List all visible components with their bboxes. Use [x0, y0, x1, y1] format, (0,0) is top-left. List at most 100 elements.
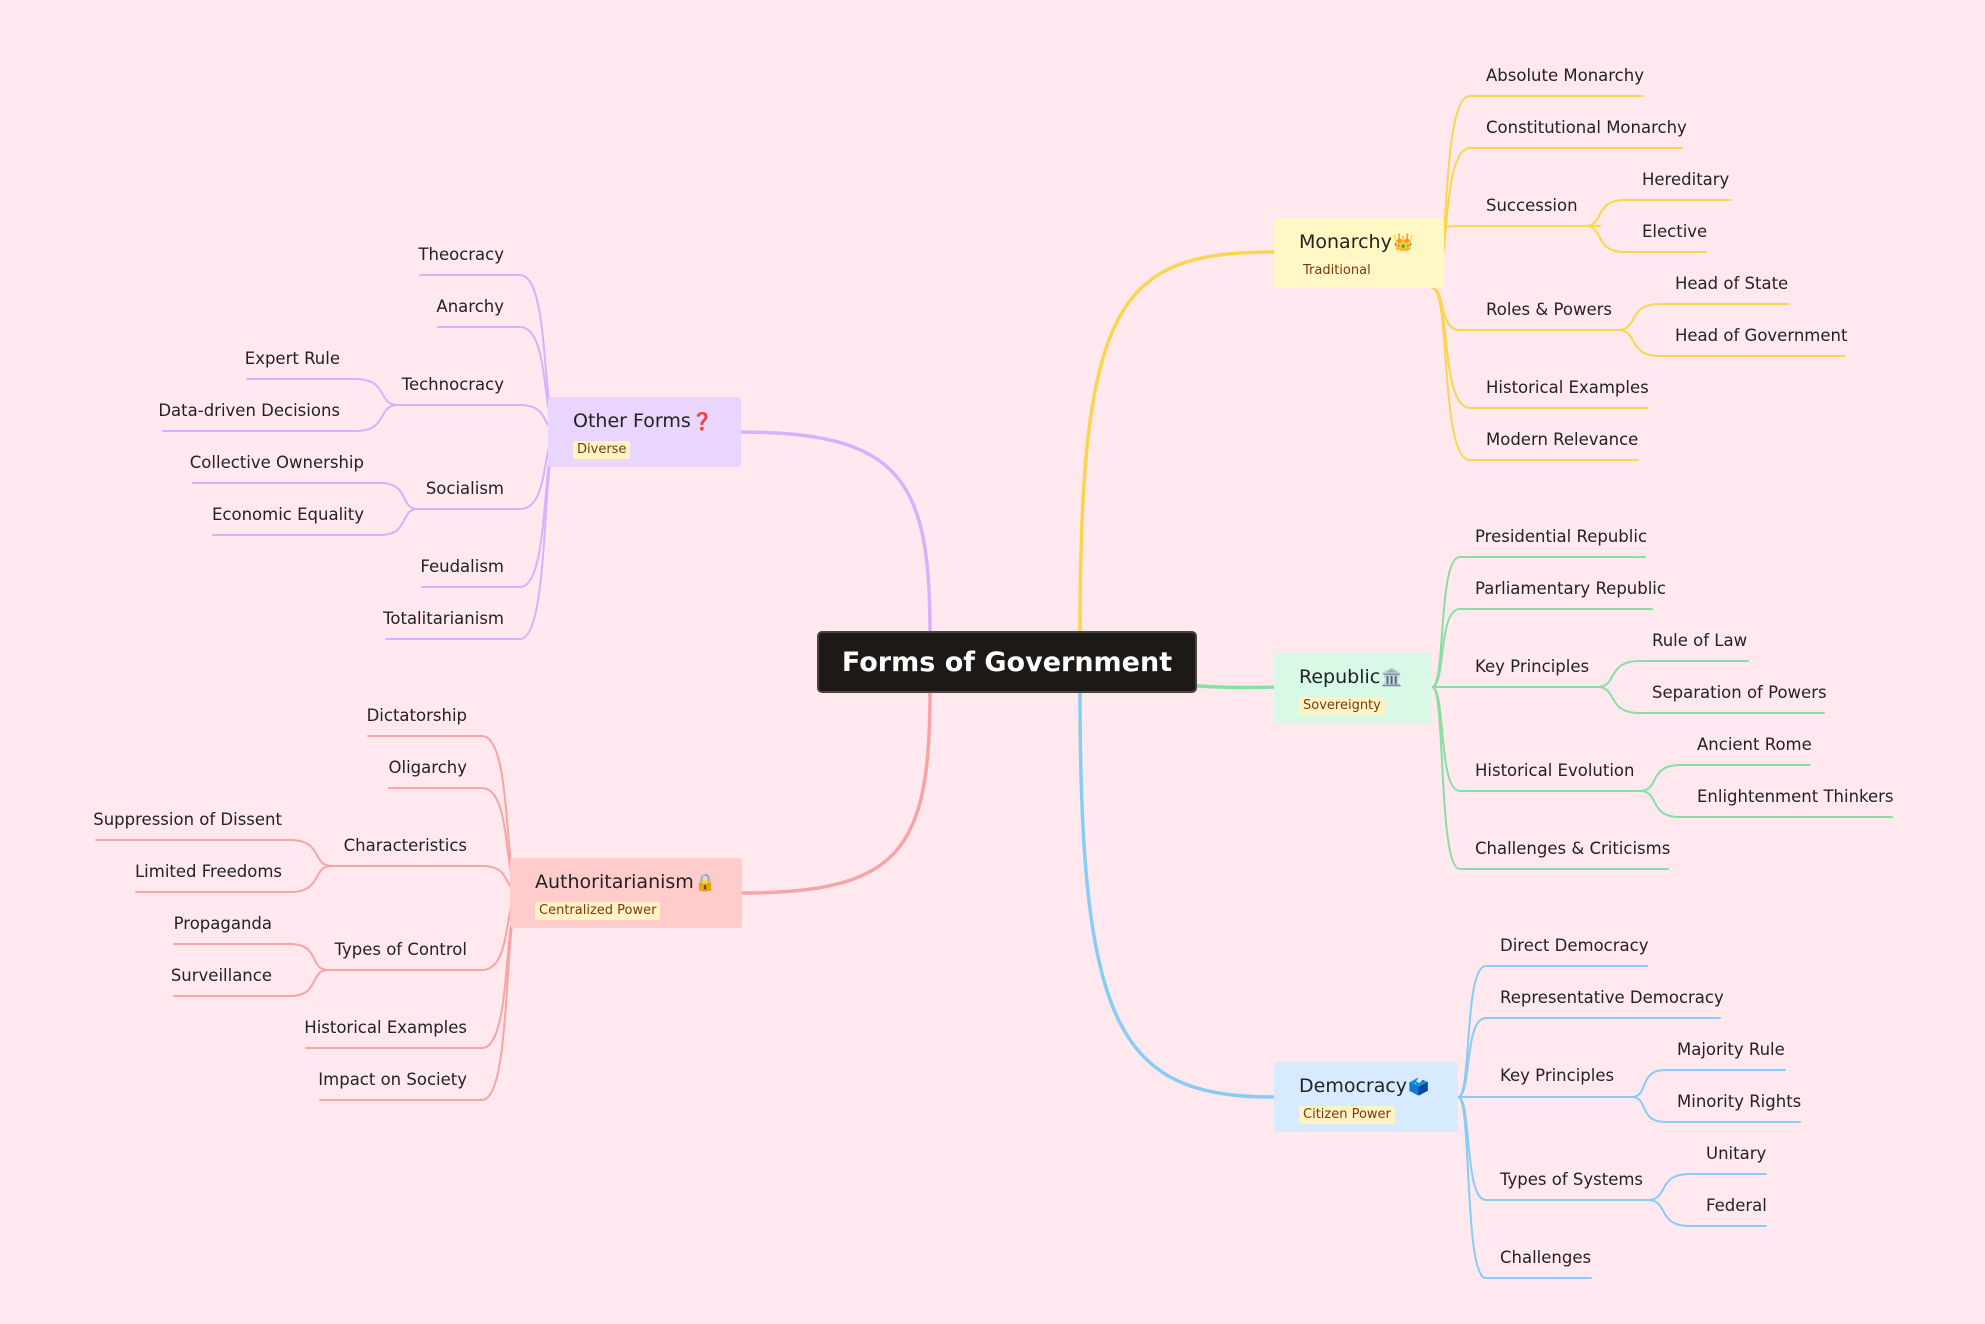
- connector-separation: [1596, 686, 1825, 714]
- connector-monarchy-leaf: [1431, 147, 1683, 289]
- branch-republic[interactable]: Republic🏛️ Sovereignty: [1274, 653, 1432, 723]
- branch-democracy-tag: Citizen Power: [1299, 1106, 1395, 1124]
- connector-presidential: [1431, 556, 1646, 688]
- branch-authoritarianism[interactable]: Authoritarianism🔒 Centralized Power: [510, 858, 742, 928]
- leaf-head-of-government[interactable]: Head of Government: [1675, 326, 1848, 345]
- leaf-unitary[interactable]: Unitary: [1706, 1144, 1767, 1163]
- leaf-feudalism[interactable]: Feudalism: [420, 557, 504, 576]
- leaf-anarchy[interactable]: Anarchy: [436, 297, 504, 316]
- root-node[interactable]: Forms of Government: [817, 631, 1197, 693]
- connector-unitary: [1647, 1173, 1767, 1201]
- subnode-socialism[interactable]: Socialism: [425, 479, 504, 498]
- connector-propaganda: [173, 943, 329, 971]
- connector-parliamentary: [1431, 608, 1653, 688]
- leaf-challenges-criticisms[interactable]: Challenges & Criticisms: [1475, 839, 1671, 858]
- leaf-surveillance[interactable]: Surveillance: [170, 966, 272, 985]
- connector-monarchy: [1078, 250, 1276, 633]
- connector-republic: [1195, 684, 1276, 690]
- leaf-propaganda[interactable]: Propaganda: [173, 914, 272, 933]
- leaf-totalitarianism[interactable]: Totalitarianism: [383, 609, 504, 628]
- leaf-impact-on-society[interactable]: Impact on Society: [318, 1070, 467, 1089]
- connector-rule-law: [1596, 660, 1749, 688]
- crown-icon: 👑: [1392, 233, 1415, 253]
- connector-enlightenment: [1639, 790, 1893, 818]
- connector-technocracy: [397, 404, 561, 433]
- subnode-historical-evolution[interactable]: Historical Evolution: [1475, 761, 1635, 780]
- connector-representative: [1457, 1017, 1721, 1098]
- subnode-characteristics[interactable]: Characteristics: [343, 836, 467, 855]
- connector-characteristics: [331, 865, 523, 894]
- leaf-hereditary[interactable]: Hereditary: [1642, 170, 1730, 189]
- connector-democracy: [1078, 691, 1276, 1099]
- leaf-modern-relevance[interactable]: Modern Relevance: [1486, 430, 1639, 449]
- connector-majority: [1631, 1069, 1786, 1098]
- connector-suppression: [95, 839, 333, 867]
- leaf-suppression-of-dissent[interactable]: Suppression of Dissent: [93, 810, 282, 829]
- branch-monarchy-label: Monarchy: [1299, 231, 1392, 253]
- subnode-succession[interactable]: Succession: [1486, 196, 1578, 215]
- subnode-types-of-systems[interactable]: Types of Systems: [1500, 1170, 1644, 1189]
- subnode-key-principles[interactable]: Key Principles: [1475, 657, 1590, 676]
- branch-monarchy[interactable]: Monarchy👑 Traditional: [1274, 218, 1444, 288]
- subnode-types-of-control[interactable]: Types of Control: [334, 940, 467, 959]
- connector-equality: [212, 508, 419, 536]
- connector-surveillance: [173, 969, 329, 997]
- connector-direct: [1457, 965, 1648, 1098]
- leaf-presidential-republic[interactable]: Presidential Republic: [1475, 527, 1648, 546]
- lock-icon: 🔒: [694, 873, 716, 893]
- connector-challenges: [1457, 1096, 1592, 1279]
- connector-hereditary: [1584, 199, 1731, 227]
- leaf-dictatorship[interactable]: Dictatorship: [366, 706, 467, 725]
- leaf-direct-democracy[interactable]: Direct Democracy: [1500, 936, 1649, 955]
- connector-other: [739, 430, 932, 633]
- subnode-key-principles[interactable]: Key Principles: [1500, 1066, 1615, 1085]
- connector-challenges: [1431, 686, 1669, 870]
- connector-authoritarianism: [740, 691, 932, 895]
- connector-federal: [1647, 1199, 1767, 1227]
- subnode-roles-powers[interactable]: Roles & Powers: [1486, 300, 1612, 319]
- connector-head-state: [1617, 303, 1789, 331]
- connector-minority: [1631, 1096, 1801, 1123]
- connector-totalitarianism: [385, 431, 561, 640]
- branch-other-tag: Diverse: [573, 441, 631, 459]
- leaf-majority-rule[interactable]: Majority Rule: [1677, 1040, 1785, 1059]
- leaf-enlightenment-thinkers[interactable]: Enlightenment Thinkers: [1697, 787, 1894, 806]
- leaf-limited-freedoms[interactable]: Limited Freedoms: [134, 862, 282, 881]
- leaf-economic-equality[interactable]: Economic Equality: [212, 505, 364, 524]
- leaf-rule-of-law[interactable]: Rule of Law: [1652, 631, 1748, 650]
- branch-other-forms[interactable]: Other Forms❓ Diverse: [548, 397, 741, 467]
- leaf-absolute-monarchy[interactable]: Absolute Monarchy: [1486, 66, 1644, 85]
- connector-limited: [135, 865, 333, 893]
- leaf-oligarchy[interactable]: Oligarchy: [388, 758, 467, 777]
- root-label: Forms of Government: [841, 646, 1173, 678]
- leaf-constitutional-monarchy[interactable]: Constitutional Monarchy: [1486, 118, 1687, 137]
- branch-republic-label: Republic: [1299, 666, 1381, 688]
- branch-democracy[interactable]: Democracy🗳️ Citizen Power: [1274, 1062, 1458, 1132]
- branch-authoritarianism-tag: Centralized Power: [535, 902, 661, 920]
- leaf-federal[interactable]: Federal: [1706, 1196, 1767, 1215]
- leaf-theocracy[interactable]: Theocracy: [418, 245, 504, 264]
- leaf-data-driven-decisions[interactable]: Data-driven Decisions: [158, 401, 340, 420]
- leaf-expert-rule[interactable]: Expert Rule: [244, 349, 340, 368]
- leaf-parliamentary-republic[interactable]: Parliamentary Republic: [1475, 579, 1666, 598]
- connector-monarchy-leaf: [1431, 287, 1639, 461]
- leaf-head-of-state[interactable]: Head of State: [1675, 274, 1789, 293]
- leaf-historical-examples[interactable]: Historical Examples: [1486, 378, 1649, 397]
- leaf-ancient-rome[interactable]: Ancient Rome: [1697, 735, 1812, 754]
- connector-data-driven: [162, 404, 399, 432]
- branch-authoritarianism-label: Authoritarianism: [535, 871, 694, 893]
- leaf-separation-of-powers[interactable]: Separation of Powers: [1652, 683, 1827, 702]
- leaf-collective-ownership[interactable]: Collective Ownership: [189, 453, 364, 472]
- connector-roles: [1431, 287, 1621, 331]
- connector-succession: [1431, 225, 1601, 231]
- leaf-minority-rights[interactable]: Minority Rights: [1677, 1092, 1802, 1111]
- branch-other-label: Other Forms: [573, 410, 691, 432]
- leaf-challenges[interactable]: Challenges: [1500, 1248, 1592, 1267]
- question-mark-icon: ❓: [691, 412, 713, 432]
- leaf-elective[interactable]: Elective: [1642, 222, 1708, 241]
- connector-elective: [1584, 225, 1707, 253]
- subnode-technocracy[interactable]: Technocracy: [401, 375, 504, 394]
- branch-democracy-label: Democracy: [1299, 1075, 1408, 1097]
- leaf-historical-examples[interactable]: Historical Examples: [304, 1018, 467, 1037]
- leaf-representative-democracy[interactable]: Representative Democracy: [1500, 988, 1724, 1007]
